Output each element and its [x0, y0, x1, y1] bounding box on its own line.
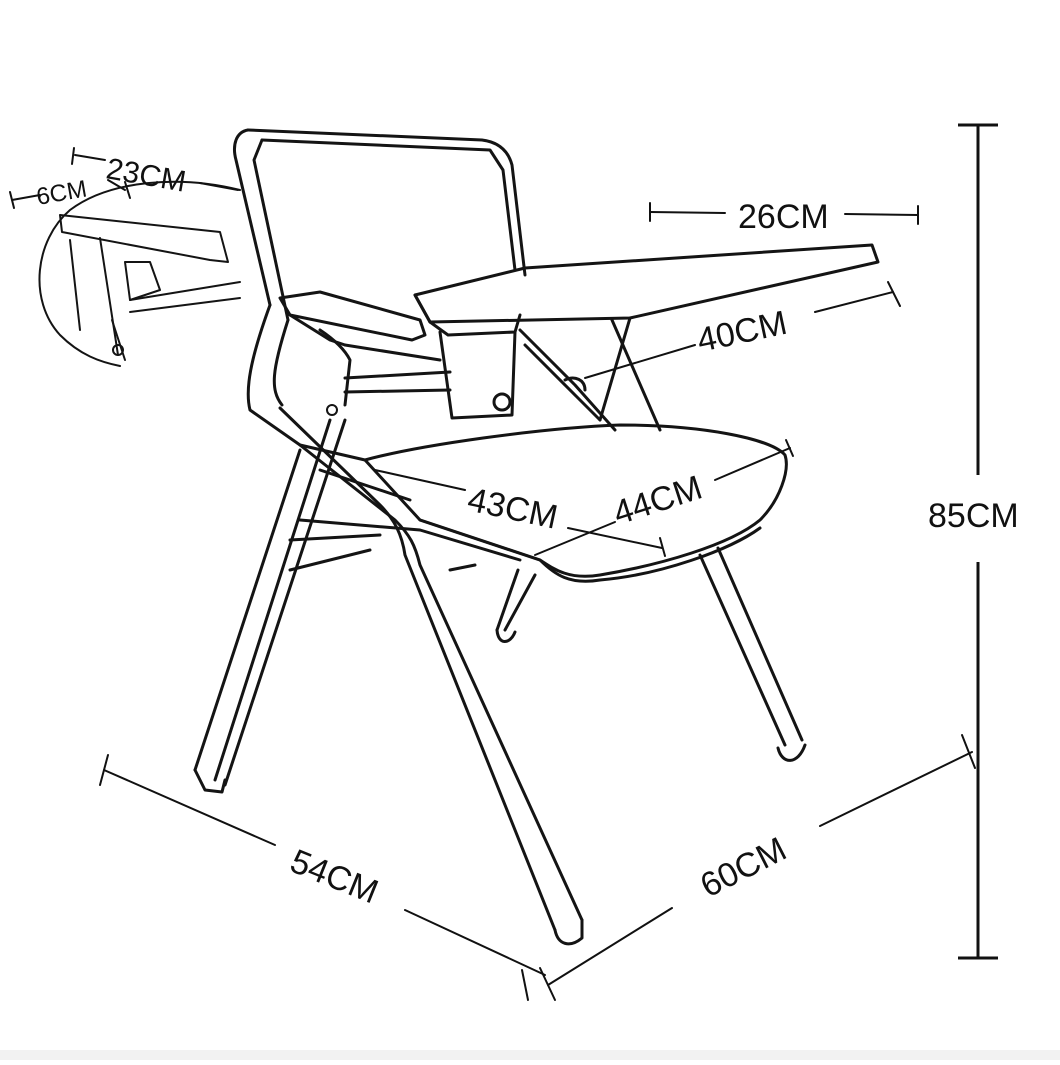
front-leg-frame [193, 406, 584, 946]
dim-base-width [539, 734, 976, 1001]
dim-total-height [958, 123, 998, 960]
label-tablet-length: 40CM [694, 304, 791, 360]
dim-armrest-width [9, 179, 131, 209]
label-armrest-width: 6CM [34, 176, 89, 211]
label-seat-depth: 43CM [464, 481, 561, 537]
label-total-height: 85CM [928, 497, 1019, 535]
back-legs [448, 546, 807, 762]
dim-tablet-length [584, 281, 901, 379]
label-base-depth: 54CM [285, 842, 383, 911]
dim-base-depth [99, 754, 546, 1001]
armrest-detail-inset [38, 180, 241, 367]
label-tablet-width: 26CM [738, 198, 829, 236]
dim-armrest-length [71, 147, 239, 191]
writing-tablet [413, 243, 880, 432]
bottom-border-band [0, 1050, 1060, 1060]
seat [298, 423, 788, 583]
label-base-width: 60CM [694, 830, 792, 905]
dim-tablet-width [649, 202, 919, 225]
label-seat-width: 44CM [609, 468, 707, 532]
dim-seat-width [534, 439, 794, 556]
armrest [278, 290, 452, 416]
label-armrest-length: 23CM [104, 152, 189, 198]
backrest [233, 128, 527, 447]
dim-seat-depth [374, 469, 666, 557]
